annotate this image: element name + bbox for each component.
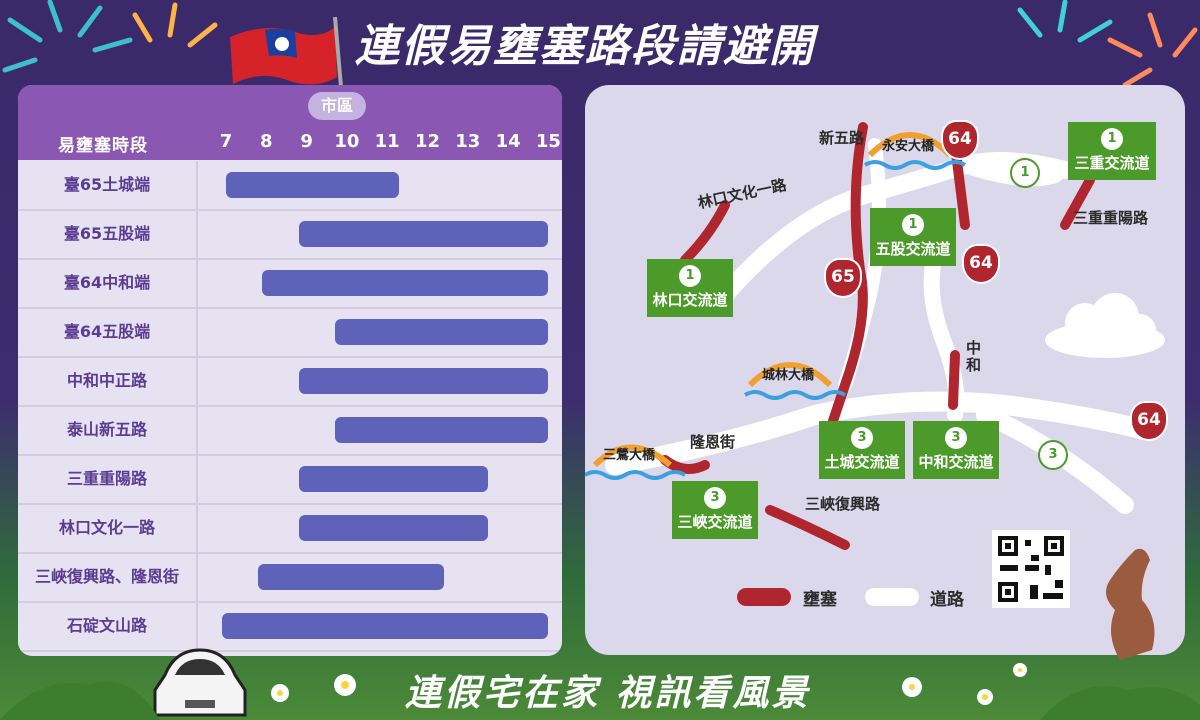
- congestion-bar: [298, 221, 548, 247]
- congestion-bar: [298, 368, 548, 394]
- city-badge: 市區: [308, 92, 366, 120]
- hour-tick: 10: [334, 131, 360, 152]
- hour-tick: 9: [300, 131, 313, 152]
- rock-landmark-decoration: [1106, 548, 1155, 660]
- schedule-row-label: 臺65土城端: [18, 161, 198, 209]
- schedule-row-label: 林口文化一路: [18, 504, 198, 552]
- schedule-row-label: 泰山新五路: [18, 406, 198, 454]
- freeway-1-icon: 1: [1101, 128, 1123, 150]
- congestion-bar: [262, 270, 548, 296]
- hour-tick: 7: [219, 131, 233, 152]
- bridge-label-yongan: 永安大橋: [882, 139, 935, 154]
- schedule-row-label: 臺65五股端: [18, 210, 198, 258]
- congestion-bar: [221, 613, 548, 639]
- road-label-xinwu: 新五路: [819, 129, 865, 147]
- schedule-row-label: 三峽復興路、隆恩街: [18, 553, 198, 601]
- schedule-row-label: 石碇文山路: [18, 602, 198, 650]
- congestion-bar: [298, 515, 488, 541]
- congestion-schedule: 易壅塞時段 市區 7 8 9 10 11 12 13 14 15 臺65土城端臺65五股端臺64…: [18, 85, 562, 656]
- congestion-bar: [334, 319, 548, 345]
- schedule-row: 石碇文山路: [18, 602, 562, 652]
- hour-tick: 15: [535, 131, 561, 152]
- schedule-row: 臺64中和端: [18, 259, 562, 309]
- schedule-row-label: 臺64中和端: [18, 259, 198, 307]
- schedule-row: 臺65五股端: [18, 210, 562, 260]
- congestion-bar: [258, 564, 444, 590]
- schedule-row: 中和中正路: [18, 357, 562, 407]
- hour-tick: 14: [495, 131, 521, 152]
- bridge-label-sanying: 三鶯大橋: [603, 448, 656, 463]
- flag-icon: [230, 16, 343, 88]
- freeway-3-icon: 3: [851, 427, 873, 449]
- hour-tick: 8: [260, 131, 273, 152]
- flower-decoration: [0, 663, 1200, 720]
- freeway-3-icon: 3: [945, 427, 967, 449]
- congestion-bar: [226, 172, 400, 198]
- car-decoration: [153, 648, 247, 717]
- schedule-row-label: 臺64五股端: [18, 308, 198, 356]
- schedule-row: 臺64五股端: [18, 308, 562, 358]
- bridge-label-chenglin: 城林大橋: [762, 368, 815, 383]
- interchange-wugu: 1 五股交流道: [870, 208, 956, 266]
- freeway-1-marker-icon: 1: [1010, 158, 1040, 188]
- route-map: 1 三重交流道 1 五股交流道 1 林口交流道 3 土城交流道 3 中和交流道 …: [585, 85, 1185, 655]
- route-64-shield-icon: 64: [1130, 401, 1168, 441]
- freeway-1-icon: 1: [902, 214, 924, 236]
- freeway-1-icon: 1: [679, 265, 701, 287]
- schedule-row: 林口文化一路: [18, 504, 562, 554]
- schedule-row-label: 三重重陽路: [18, 455, 198, 503]
- slogan: 連假宅在家 視訊看風景: [405, 673, 811, 714]
- cloud-decoration: [1045, 293, 1165, 358]
- page-title: 連假易壅塞路段請避開: [355, 21, 815, 72]
- congestion-bar: [334, 417, 548, 443]
- route-65-shield-icon: 65: [824, 258, 862, 298]
- legend-road-swatch: [865, 588, 919, 606]
- qr-code-icon: [992, 530, 1070, 608]
- interchange-zhonghe: 3 中和交流道: [913, 421, 999, 479]
- hour-tick: 11: [374, 131, 400, 152]
- road-label-longen: 隆恩街: [690, 433, 736, 451]
- interchange-sanxia: 3 三峽交流道: [672, 481, 758, 539]
- freeway-3-marker-icon: 3: [1038, 440, 1068, 470]
- schedule-header: 易壅塞時段 市區 7 8 9 10 11 12 13 14 15: [18, 85, 562, 160]
- schedule-row: 臺65土城端: [18, 161, 562, 211]
- road-label-zhonghe: 中和: [966, 339, 982, 374]
- interchange-sanchong: 1 三重交流道: [1068, 122, 1156, 180]
- road-label-sanxia: 三峽復興路: [805, 495, 881, 513]
- freeway-3-icon: 3: [704, 487, 726, 509]
- interchange-tucheng: 3 土城交流道: [819, 421, 905, 479]
- hour-tick: 12: [414, 131, 441, 152]
- schedule-row-label: 中和中正路: [18, 357, 198, 405]
- road-label-sanchong: 三重重陽路: [1073, 209, 1149, 227]
- route-64-shield-icon: 64: [941, 120, 979, 160]
- legend-road-label: 道路: [930, 590, 964, 610]
- fireworks-decoration: [2, 0, 1198, 88]
- legend-jam-label: 壅塞: [803, 590, 837, 610]
- interchange-linkou: 1 林口交流道: [647, 259, 733, 317]
- schedule-row: 泰山新五路: [18, 406, 562, 456]
- schedule-header-label: 易壅塞時段: [58, 136, 148, 156]
- congestion-bar: [298, 466, 488, 492]
- schedule-row: 三峽復興路、隆恩街: [18, 553, 562, 603]
- route-64-shield-icon: 64: [962, 244, 1000, 284]
- legend-jam-swatch: [737, 588, 791, 606]
- schedule-row: 三重重陽路: [18, 455, 562, 505]
- hour-tick: 13: [455, 131, 481, 152]
